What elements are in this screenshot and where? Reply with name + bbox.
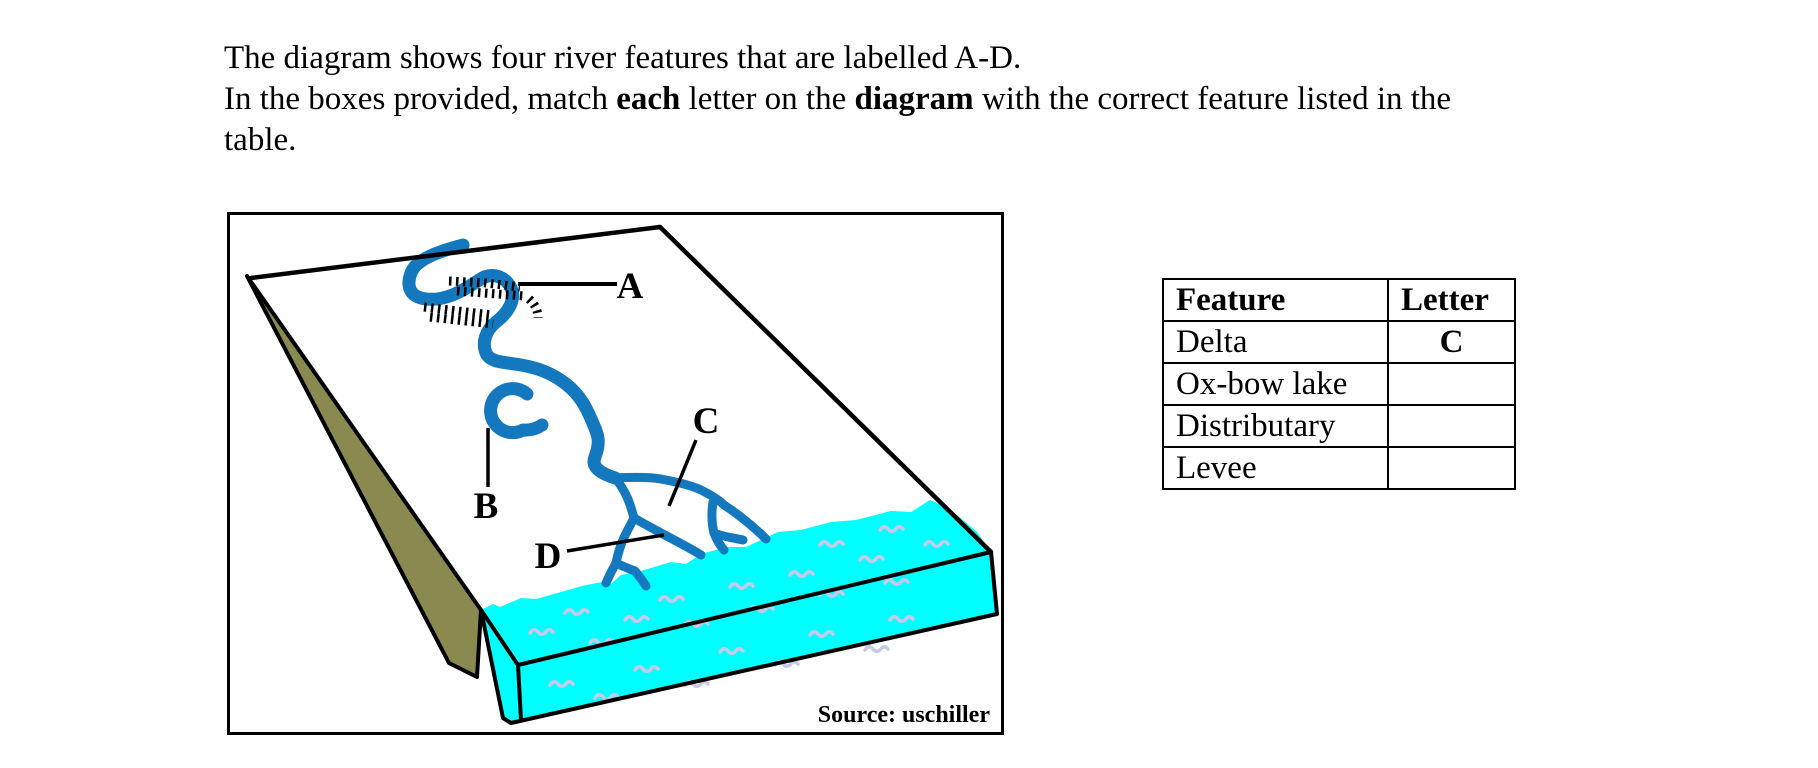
- label-d: D: [535, 536, 562, 577]
- river-channel: [402, 238, 622, 485]
- delta-distributaries: [601, 472, 771, 591]
- label-c: C: [693, 401, 720, 442]
- letter-answer-box[interactable]: [1387, 446, 1516, 490]
- label-a: A: [617, 266, 644, 307]
- table-row: Delta C: [1162, 320, 1516, 364]
- river-diagram-frame: A B C D Source: uschiller: [227, 212, 1004, 735]
- label-c-pointer: [667, 439, 698, 507]
- question-line-2-part: with the correct feature listed in the: [973, 81, 1452, 117]
- river-diagram: A B C D Source: uschiller: [245, 224, 999, 728]
- feature-column-header: Feature: [1162, 278, 1389, 322]
- block-outline: [248, 224, 999, 725]
- question-bold-each: each: [616, 81, 681, 117]
- letter-column-header: Letter: [1387, 278, 1516, 322]
- feature-cell: Distributary: [1162, 404, 1389, 448]
- oxbow-lake: [484, 382, 549, 440]
- feature-labels: A B C D: [474, 266, 720, 577]
- letter-answer-box[interactable]: [1387, 362, 1516, 406]
- question-line-2-part: In the boxes provided, match: [224, 81, 617, 117]
- table-row: Ox-bow lake: [1162, 362, 1516, 406]
- source-credit: Source: uschiller: [818, 702, 991, 728]
- table-row: Distributary: [1162, 404, 1516, 448]
- label-d-pointer: [566, 533, 665, 553]
- letter-answer-box[interactable]: C: [1387, 320, 1516, 364]
- label-b: B: [474, 486, 499, 527]
- table-row: Levee: [1162, 446, 1516, 490]
- question-bold-diagram: diagram: [854, 81, 974, 117]
- feature-cell: Levee: [1162, 446, 1389, 490]
- question-text: The diagram shows four river features th…: [224, 38, 1584, 161]
- feature-letter-table: Feature Letter Delta C Ox-bow lake Distr…: [1162, 278, 1516, 490]
- question-line-1: The diagram shows four river features th…: [224, 40, 1022, 76]
- table-header-row: Feature Letter: [1162, 278, 1516, 322]
- feature-cell: Ox-bow lake: [1162, 362, 1389, 406]
- letter-answer-box[interactable]: [1387, 404, 1516, 448]
- hillside-face: [245, 274, 483, 679]
- feature-cell: Delta: [1162, 320, 1389, 364]
- question-line-2: In the boxes provided, match each letter…: [224, 79, 1584, 120]
- question-line-3: table.: [224, 122, 297, 158]
- block-top-surface: [251, 227, 991, 610]
- question-line-2-part: letter on the: [680, 81, 855, 117]
- levee-hatching: [423, 276, 543, 329]
